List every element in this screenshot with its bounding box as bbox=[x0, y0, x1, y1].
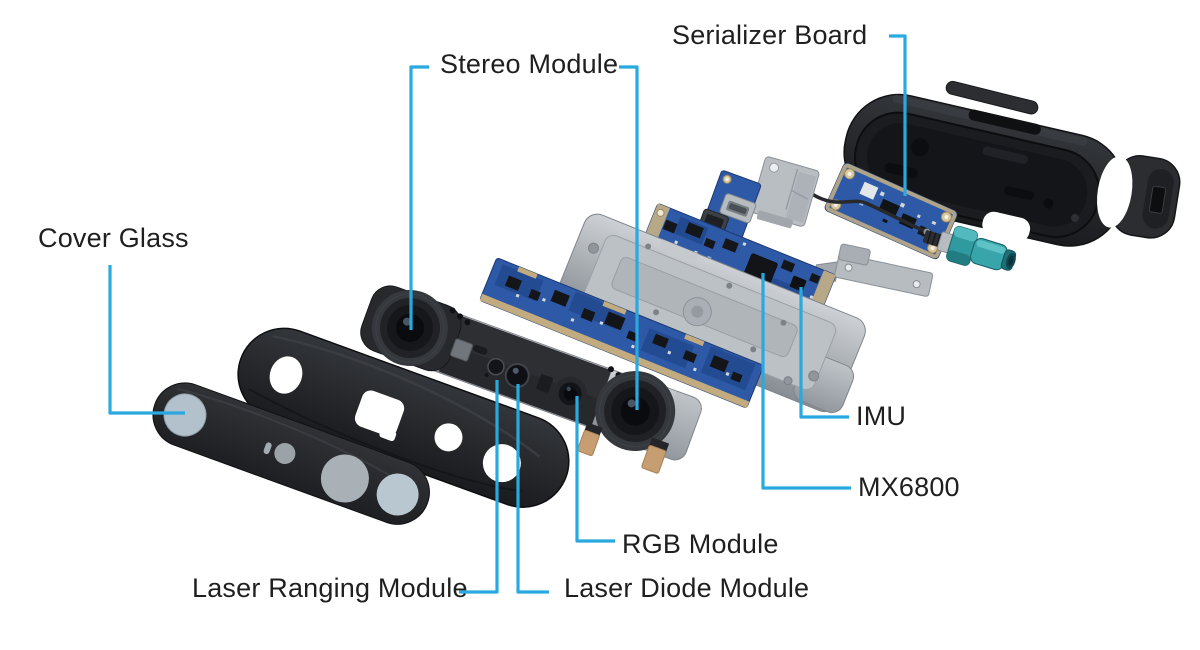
glass-lens-left bbox=[163, 393, 207, 437]
right-ir-camera bbox=[595, 371, 676, 452]
flex-tab bbox=[641, 445, 667, 474]
leader-laser-ranging-module bbox=[459, 380, 499, 594]
label-serializer-board: Serializer Board bbox=[672, 20, 868, 50]
housing-hole-window bbox=[354, 390, 405, 437]
leader-serializer-board bbox=[889, 34, 907, 196]
front-housing bbox=[237, 327, 570, 508]
leader-lines bbox=[108, 34, 907, 594]
rear-housing bbox=[843, 93, 1126, 247]
flex-tab bbox=[577, 429, 600, 456]
coax-cable bbox=[810, 192, 931, 235]
label-stereo-module: Stereo Module bbox=[440, 49, 619, 79]
laser-diode-lens bbox=[504, 363, 530, 389]
cover-glass bbox=[152, 382, 430, 525]
laser-ranging-aperture bbox=[484, 357, 505, 378]
housing-hole-mid bbox=[434, 423, 463, 452]
bracket-plate bbox=[750, 156, 820, 229]
leader-cover-glass bbox=[108, 265, 185, 415]
leader-laser-diode-module bbox=[516, 384, 549, 594]
rear-housing-top-slot bbox=[968, 109, 1041, 135]
leader-imu bbox=[799, 287, 849, 419]
glass-lens-right bbox=[376, 473, 419, 516]
leader-rgb-module bbox=[575, 396, 615, 543]
label-rgb-module: RGB Module bbox=[622, 529, 779, 559]
label-mx6800: MX6800 bbox=[858, 472, 960, 502]
fakra-connector bbox=[922, 225, 1017, 271]
housing-hole-right bbox=[482, 444, 521, 483]
label-laser-ranging-module: Laser Ranging Module bbox=[192, 573, 468, 603]
label-laser-diode-module: Laser Diode Module bbox=[564, 573, 810, 603]
depth-pcb bbox=[479, 258, 764, 409]
metal-chassis bbox=[555, 213, 866, 414]
leader-stereo-module-right bbox=[619, 65, 639, 410]
rear-housing-connector-notch bbox=[982, 211, 1031, 242]
rear-housing-top-strip bbox=[945, 80, 1039, 115]
end-cap bbox=[1096, 155, 1181, 239]
leader-mx6800 bbox=[761, 273, 851, 490]
housing-hole-left bbox=[269, 356, 303, 394]
label-imu: IMU bbox=[856, 401, 907, 431]
stereo-module bbox=[360, 285, 702, 474]
label-cover-glass: Cover Glass bbox=[38, 223, 189, 253]
leader-stereo-module-left bbox=[409, 65, 429, 330]
